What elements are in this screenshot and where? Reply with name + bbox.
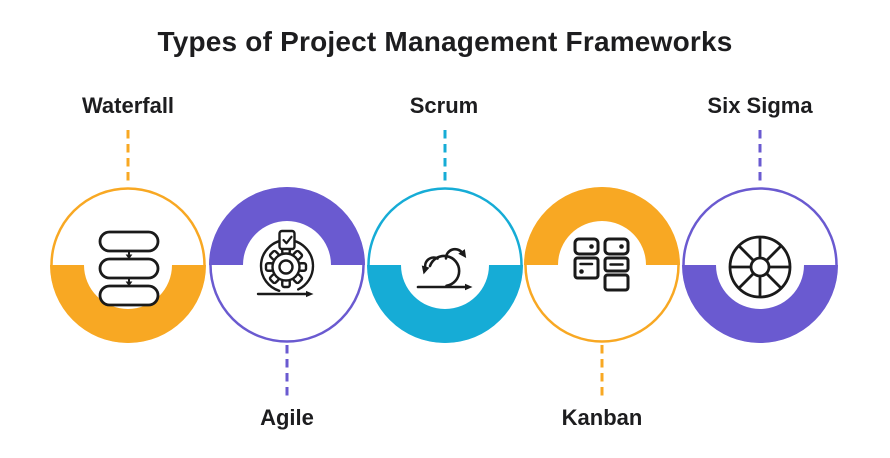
framework-scrum-graphic xyxy=(367,130,523,343)
framework-kanban-graphic xyxy=(524,187,680,400)
six-sigma-wheel-icon xyxy=(728,235,792,299)
waterfall-band xyxy=(50,265,206,343)
label-scrum: Scrum xyxy=(409,93,479,118)
framework-six-sigma-graphic xyxy=(682,130,838,343)
agile-sprint-gear-icon xyxy=(256,229,315,298)
framework-agile-graphic xyxy=(209,187,365,400)
page-title: Types of Project Management Frameworks xyxy=(157,26,733,57)
six-sigma-band xyxy=(682,265,838,343)
kanban-board-icon xyxy=(573,237,630,292)
agile-band xyxy=(209,187,365,265)
scrum-sprint-loop-icon xyxy=(416,247,473,291)
scrum-band xyxy=(367,265,523,343)
label-agile: Agile xyxy=(260,405,314,430)
label-six-sigma: Six Sigma xyxy=(707,93,813,118)
framework-waterfall-graphic xyxy=(50,130,206,343)
kanban-band xyxy=(524,187,680,265)
waterfall-icon xyxy=(98,230,160,307)
label-kanban: Kanban xyxy=(561,405,643,430)
label-waterfall: Waterfall xyxy=(81,93,175,118)
